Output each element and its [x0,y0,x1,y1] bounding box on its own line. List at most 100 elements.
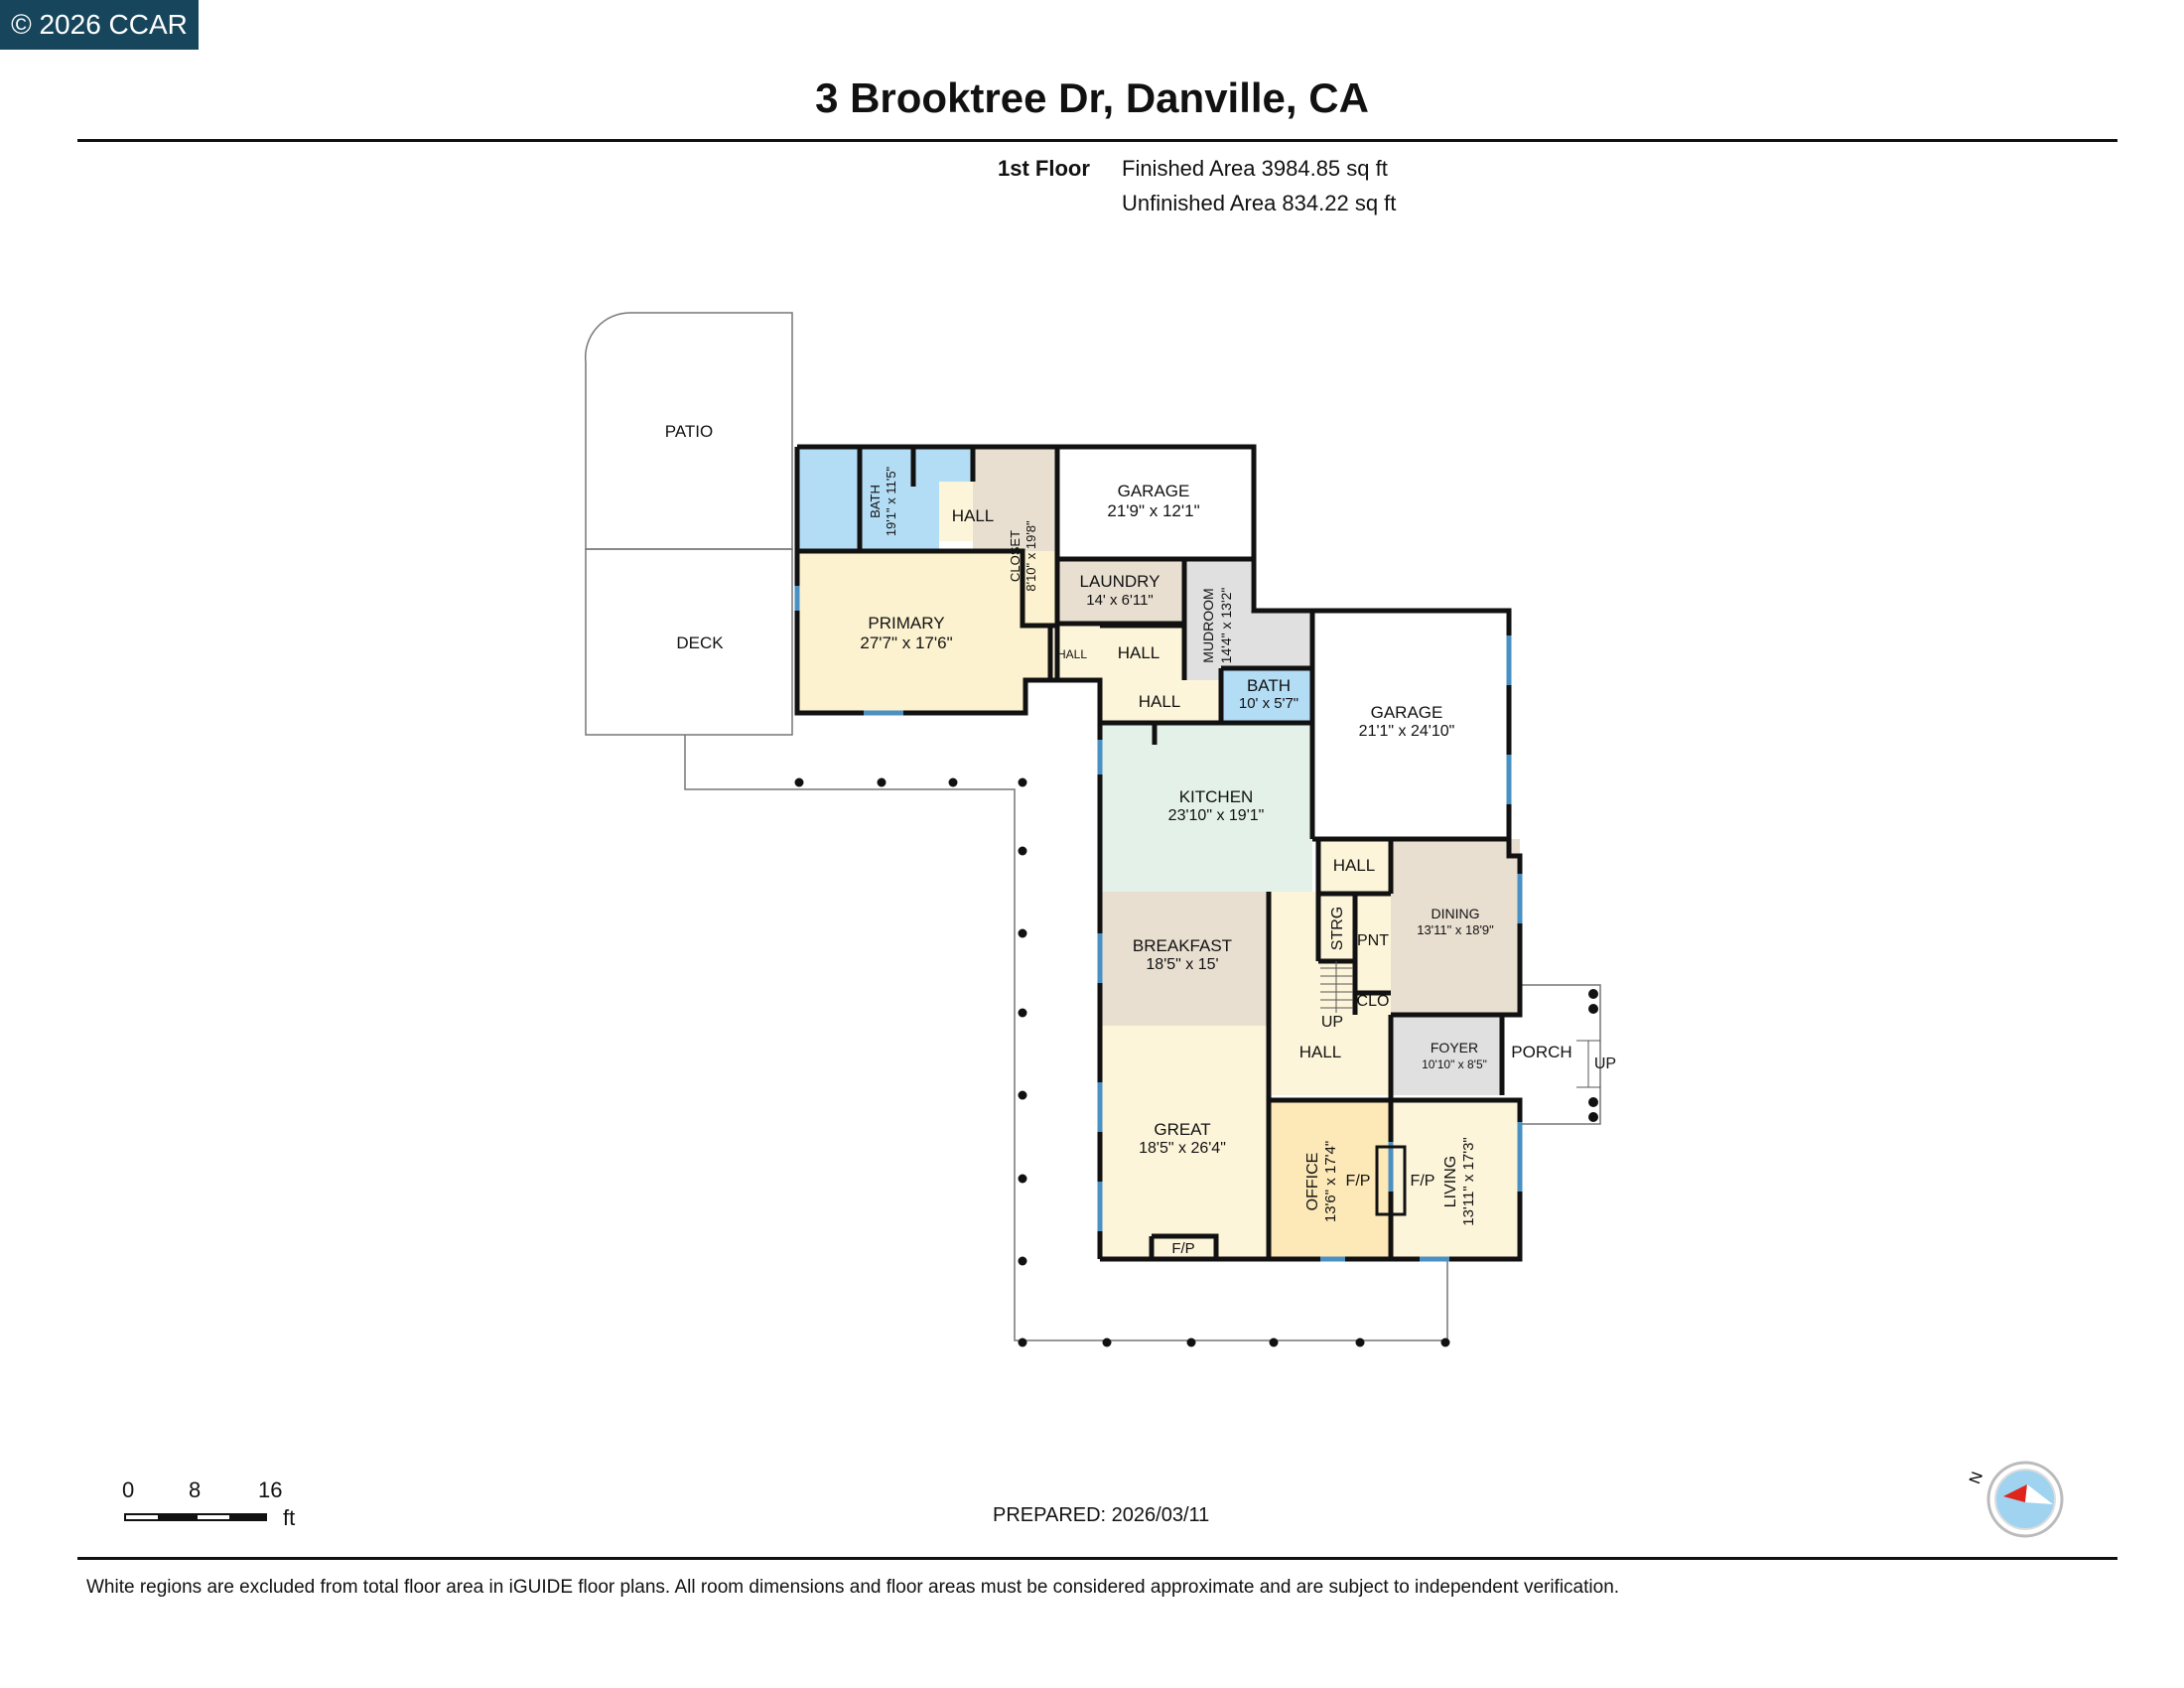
porch-outline [1519,984,1601,1125]
garage-dim: 21'1" x 24'10" [1359,723,1455,740]
post [794,777,804,787]
laundry-label: LAUNDRY [1080,572,1160,591]
wall [1047,626,1103,1259]
wall [910,447,976,487]
wall [1312,836,1523,1018]
closet-label: CLOSET [1008,530,1023,582]
scale-segment [160,1513,196,1521]
scale-segment [124,1513,160,1521]
bath-fill [797,447,860,551]
bath-dim: 19'1" x 11'5" [884,466,898,536]
clo-label: CLO [1357,993,1390,1010]
patio-label: PATIO [665,422,714,441]
scale-unit: ft [283,1505,296,1530]
fireplace-label: F/P [1411,1173,1435,1190]
kitchen-fill [1100,723,1312,892]
hall-label: HALL [952,506,995,525]
office-label: OFFICE [1304,1153,1321,1211]
post [1186,1337,1196,1347]
wall [1218,665,1312,723]
wall [1100,623,1187,680]
living-fill [1391,1100,1520,1259]
fireplace [1375,1145,1407,1216]
closet-dim: 8'10" x 19'8" [1024,520,1038,592]
post [1588,1004,1598,1014]
scale-eight: 8 [189,1477,202,1502]
primary-fill [797,551,1057,713]
deck-outline [585,548,793,736]
veranda-outline [684,735,1448,1341]
mudroom-label: MUDROOM [1200,588,1216,662]
dining-fill [1391,839,1520,1013]
bath-label: BATH [868,485,883,518]
scale-zero: 0 [122,1477,135,1502]
post [948,777,958,787]
fireplace-wall [1149,1233,1219,1259]
post [1269,1337,1279,1347]
office-dim: 13'6" x 17'4" [1322,1141,1339,1222]
floor-label: 1st Floor [998,156,1090,181]
windows [794,586,1523,1262]
post [1018,846,1027,856]
hall-label: HALL [1139,692,1181,711]
scale-bar: 0 8 16 ft [119,1477,318,1537]
hall-label: HALL [1333,856,1376,875]
breakfast-label: BREAKFAST [1133,936,1232,955]
bath-label: BATH [1247,676,1291,695]
fireplace-label: F/P [1171,1240,1194,1257]
post [1018,1256,1027,1266]
garage-dim: 21'9" x 12'1" [1107,501,1199,520]
wall [1152,720,1312,745]
scale-sixteen: 16 [258,1477,283,1502]
title-rule [77,139,2117,142]
pnt-label: PNT [1357,932,1389,949]
post [1018,1174,1027,1184]
patio-outline [584,312,793,550]
hall-fill [1318,839,1391,894]
page-title: 3 Brooktree Dr, Danville, CA [815,74,1369,121]
footer-rule [77,1557,2117,1560]
wall [797,548,1057,629]
hall-fill [1100,680,1221,723]
hall-label: HALL [1118,643,1160,662]
post [1588,989,1598,999]
breakfast-dim: 18'5" x 15' [1146,956,1218,973]
room-fills [797,447,1520,1259]
garage-label: GARAGE [1371,703,1443,722]
foyer-dim: 10'10" x 8'5" [1422,1057,1487,1071]
dining-dim: 13'11" x 18'9" [1417,922,1494,937]
living-dim: 13'11" x 17'3" [1460,1137,1477,1226]
wall [1251,561,1512,839]
laundry-dim: 14' x 6'11" [1086,592,1154,609]
post [1018,1008,1027,1018]
office-fill [1269,1100,1391,1259]
post [1588,1097,1598,1107]
laundry-fill [1057,559,1184,624]
kitchen-dim: 23'10" x 19'1" [1168,807,1265,824]
north-label: N [1967,1470,1986,1486]
fireplace-label: F/P [1346,1173,1371,1190]
breakfast-fill [1100,892,1269,1026]
compass-icon: N [1967,1461,2064,1538]
prepared-date: PREPARED: 2026/03/11 [993,1504,1210,1526]
mudroom-fill [1184,559,1312,685]
strg-label: STRG [1329,907,1346,950]
bath-fill [913,447,973,487]
bath-fill [1221,668,1312,723]
hall-fill [1100,626,1184,680]
scale-segment [231,1513,267,1521]
deck-label: DECK [676,633,724,652]
garage-label: GARAGE [1118,482,1190,500]
primary-dim: 27'7" x 17'6" [860,633,952,652]
bath-dim: 10' x 5'7" [1239,695,1298,712]
post [1018,1337,1027,1347]
post [877,777,887,787]
up-label: UP [1594,1055,1616,1072]
post [1102,1337,1112,1347]
wall [1318,891,1391,1015]
scale-segment [196,1513,231,1521]
up-label: UP [1321,1014,1343,1031]
exterior-outline [584,312,1601,1341]
hall-label: HALL [1299,1043,1342,1061]
